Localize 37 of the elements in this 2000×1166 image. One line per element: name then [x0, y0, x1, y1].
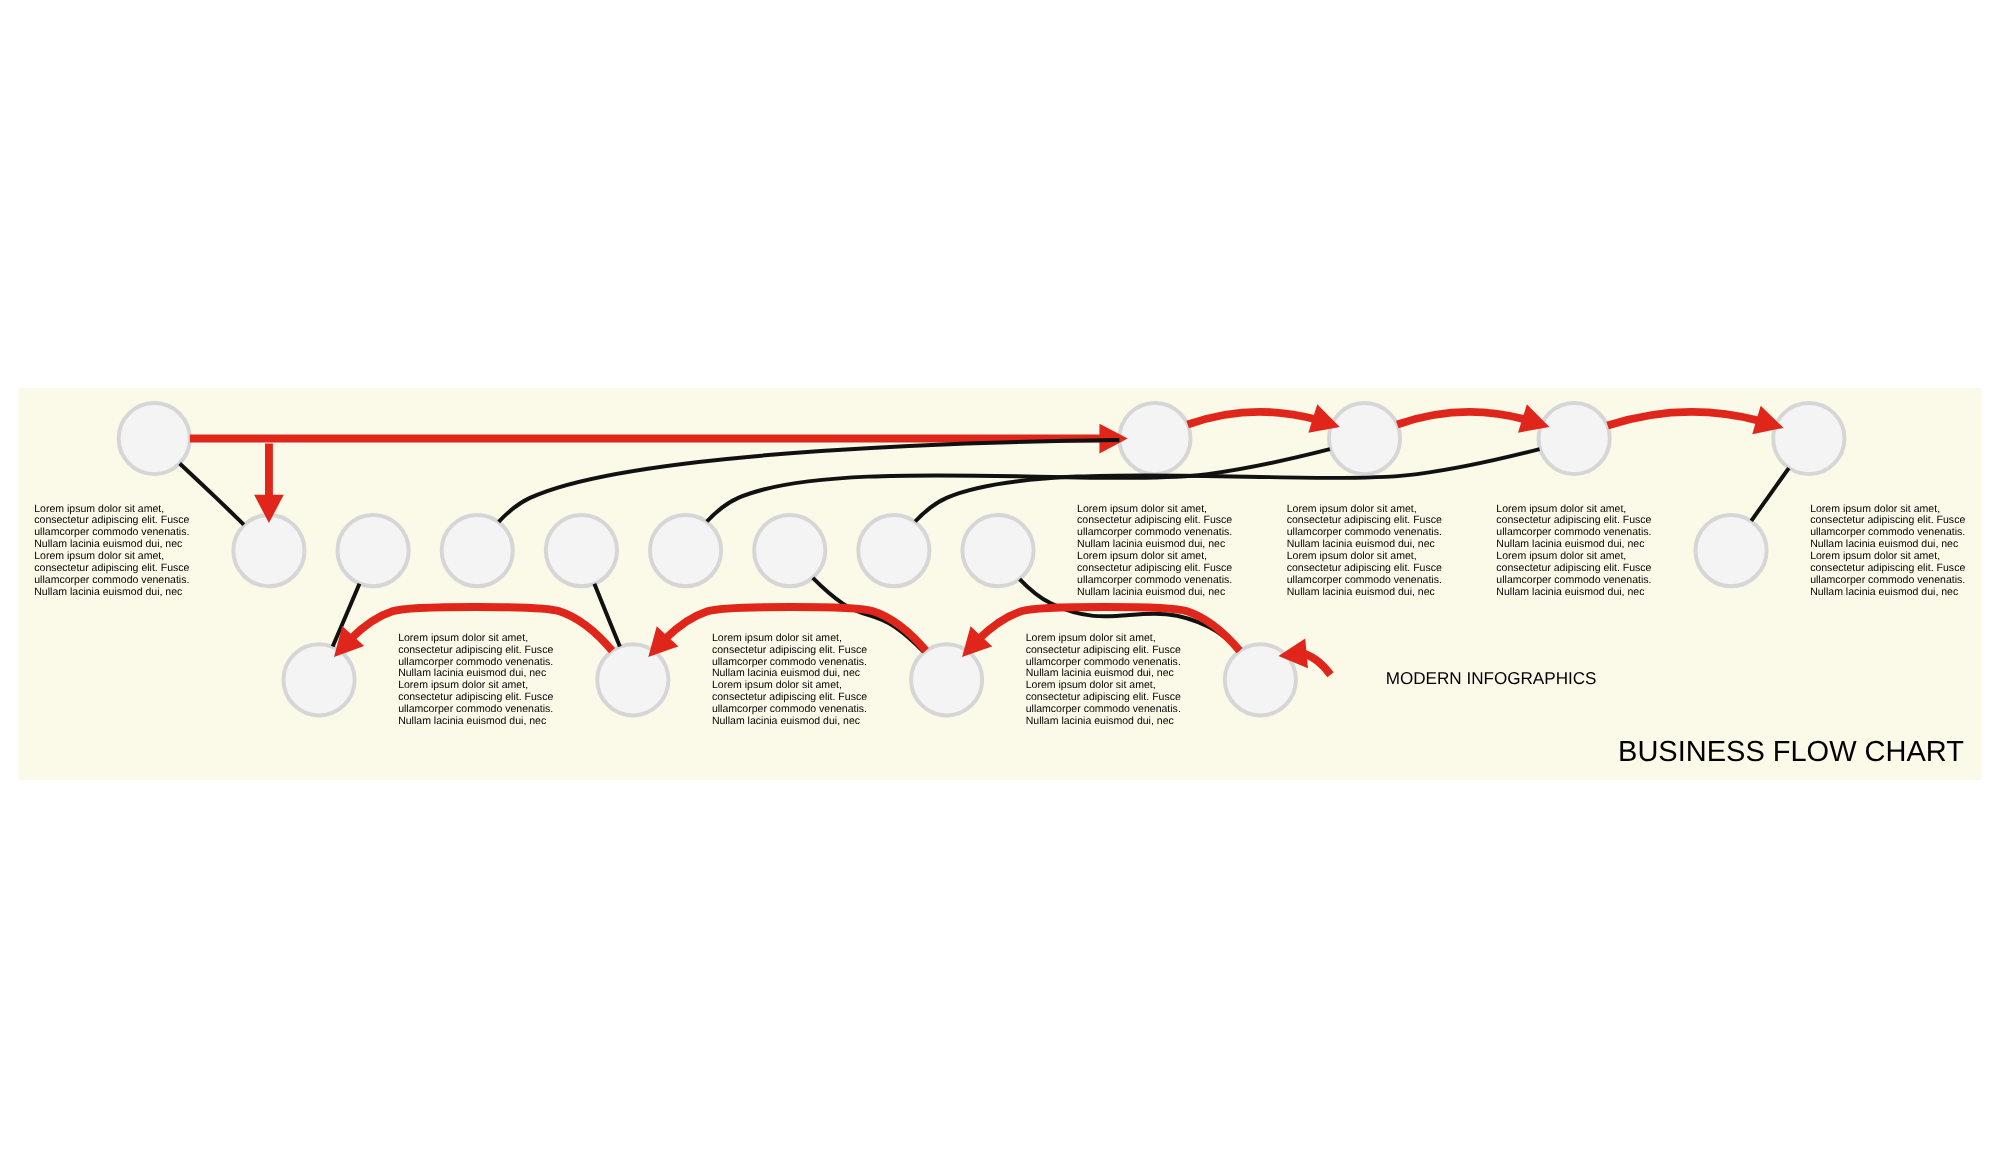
arrow — [334, 602, 616, 656]
label: MODERN INFOGRAPHICS — [1385, 667, 1597, 688]
node-circle — [752, 512, 828, 588]
arrow — [1278, 637, 1334, 677]
arrow — [1606, 404, 1784, 434]
node-circle — [281, 641, 357, 717]
node-circle — [1222, 641, 1298, 717]
node-circle — [648, 512, 724, 588]
diagram-title: BUSINESS FLOW CHART — [1618, 736, 1964, 769]
connector — [178, 461, 246, 525]
connector — [330, 582, 362, 647]
arrow — [648, 602, 929, 656]
node-circle — [1117, 399, 1193, 476]
arrow — [189, 422, 1128, 453]
connector — [811, 575, 926, 653]
node-circle — [960, 512, 1036, 588]
node-circle — [856, 512, 932, 588]
node-circle — [231, 512, 307, 588]
arrow — [254, 442, 284, 523]
node-circle — [909, 641, 985, 717]
arrow — [962, 602, 1243, 656]
node-circle — [335, 512, 411, 588]
node-circle — [1693, 512, 1769, 588]
connector — [497, 437, 1120, 523]
node-circle — [116, 399, 192, 476]
connector — [1749, 465, 1791, 521]
node-circle — [439, 512, 515, 588]
arrow — [1396, 403, 1550, 432]
connector — [913, 446, 1541, 522]
node-circle — [1326, 399, 1403, 476]
arrow — [1186, 403, 1340, 432]
node-circle — [1771, 399, 1847, 476]
node-circle — [1536, 399, 1612, 476]
connector — [592, 582, 622, 647]
node-circle — [595, 641, 671, 717]
node-circle — [543, 512, 619, 588]
connector — [705, 446, 1331, 522]
